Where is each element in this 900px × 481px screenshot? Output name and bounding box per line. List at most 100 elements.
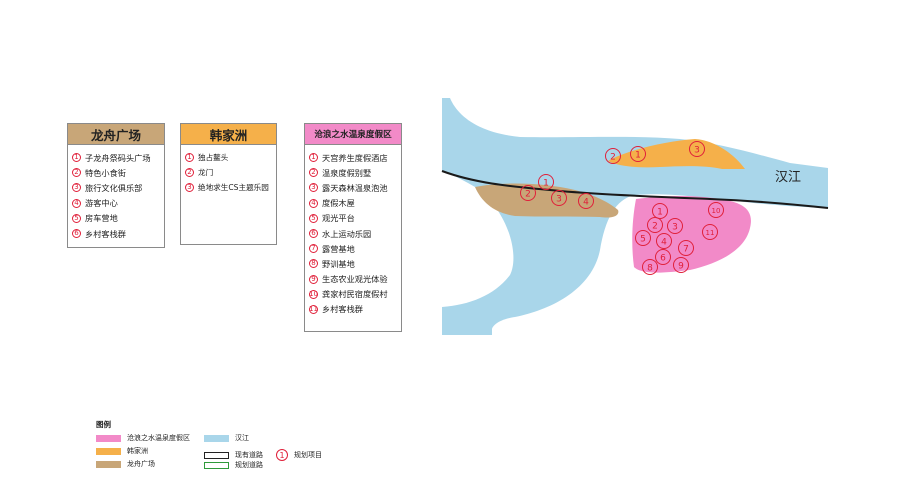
legend-swatch-han — [96, 447, 121, 455]
list-item-label: 露营基地 — [322, 243, 355, 254]
marker-cang-4: 4 — [656, 233, 672, 249]
legend-swatch-cang — [96, 434, 121, 442]
number-marker: 1 — [185, 153, 194, 163]
legend-label: 规划道路 — [235, 461, 263, 469]
marker-cang-8: 8 — [642, 259, 658, 275]
list-item-label: 龙门 — [198, 168, 214, 178]
svg-text:3: 3 — [694, 146, 700, 156]
svg-text:3: 3 — [672, 223, 678, 233]
marker-cang-3: 3 — [667, 218, 683, 234]
legend-item-cang: 沧浪之水温泉度假区 — [96, 433, 190, 443]
svg-text:9: 9 — [678, 262, 684, 272]
legend-item-long: 龙舟广场 — [96, 459, 155, 469]
site-map: 汉江 2 1 3 1 2 3 4 1 2 3 5 4 7 6 8 9 10 11 — [441, 98, 829, 335]
legend-item-road-planned: 规划道路 — [204, 460, 263, 470]
list-item: 5 观光平台 — [309, 211, 401, 226]
list-item-label: 度假木屋 — [322, 198, 355, 209]
legend-item-han: 韩家洲 — [96, 446, 148, 456]
list-item: 11 乡村客栈群 — [309, 302, 401, 317]
number-marker: 5 — [72, 213, 81, 223]
legend-swatch-river — [204, 434, 229, 442]
marker-cang-2: 2 — [647, 217, 663, 233]
list-item-label: 温泉度假别墅 — [322, 167, 372, 178]
marker-han-2: 2 — [605, 148, 621, 164]
svg-text:5: 5 — [640, 235, 646, 245]
list-item-label: 生态农业观光体验 — [322, 274, 388, 285]
marker-cang-1: 1 — [652, 203, 668, 219]
legend-item-project: 1 规划项目 — [276, 449, 322, 461]
number-marker: 6 — [72, 229, 81, 239]
legend-label: 龙舟广场 — [127, 460, 155, 468]
list-item-label: 龚家村民宿度假村 — [322, 289, 388, 300]
number-marker: 9 — [309, 274, 318, 284]
marker-cang-6: 6 — [655, 249, 671, 265]
svg-text:2: 2 — [525, 190, 531, 200]
svg-text:1: 1 — [543, 179, 549, 189]
project-marker-icon: 1 — [276, 449, 288, 461]
number-marker: 1 — [72, 153, 81, 163]
list-item-label: 旅行文化俱乐部 — [85, 182, 143, 193]
list-item-label: 乡村客栈群 — [322, 304, 363, 315]
list-item: 2 特色小食街 — [72, 165, 164, 180]
svg-text:2: 2 — [652, 222, 658, 232]
canglang-panel-title: 沧浪之水温泉度假区 — [305, 124, 401, 145]
legend-label: 汉江 — [235, 434, 249, 442]
list-item-label: 水上运动乐园 — [322, 228, 372, 239]
marker-cang-5: 5 — [635, 230, 651, 246]
list-item: 8 野训基地 — [309, 256, 401, 271]
number-marker: 2 — [309, 168, 318, 178]
list-item-label: 绝地求生CS主题乐园 — [198, 183, 269, 193]
marker-long-1: 1 — [538, 174, 554, 190]
marker-long-4: 4 — [578, 193, 594, 209]
number-marker: 5 — [309, 213, 318, 223]
list-item-label: 露天森林温泉泡池 — [322, 182, 388, 193]
svg-text:1: 1 — [657, 208, 663, 218]
list-item: 3 绝地求生CS主题乐园 — [185, 180, 276, 195]
hanjiazhou-area — [608, 139, 745, 169]
list-item: 10 龚家村民宿度假村 — [309, 287, 401, 302]
legend-swatch-long — [96, 460, 121, 468]
number-marker: 3 — [185, 183, 194, 193]
marker-cang-11: 11 — [702, 224, 718, 240]
number-marker: 7 — [309, 244, 318, 254]
svg-text:8: 8 — [647, 264, 653, 274]
planned-road-swatch — [204, 461, 229, 469]
number-marker: 2 — [185, 168, 194, 178]
list-item-label: 独占鳌头 — [198, 153, 229, 163]
svg-text:7: 7 — [683, 245, 689, 255]
list-item: 5 房车营地 — [72, 211, 164, 226]
legend-title: 图例 — [96, 420, 111, 429]
list-item: 4 度假木屋 — [309, 196, 401, 211]
number-marker: 10 — [309, 289, 318, 299]
number-marker: 4 — [309, 198, 318, 208]
number-marker: 4 — [72, 198, 81, 208]
list-item-label: 特色小食街 — [85, 167, 126, 178]
list-item: 9 生态农业观光体验 — [309, 272, 401, 287]
number-marker: 8 — [309, 259, 318, 269]
hanjiazhou-list: 1 独占鳌头 2 龙门 3 绝地求生CS主题乐园 — [181, 145, 276, 196]
number-marker: 3 — [309, 183, 318, 193]
marker-han-1: 1 — [630, 146, 646, 162]
legend-label: 现有道路 — [235, 451, 263, 459]
list-item: 3 露天森林温泉泡池 — [309, 180, 401, 195]
marker-cang-10: 10 — [708, 202, 724, 218]
marker-han-3: 3 — [689, 141, 705, 157]
svg-text:11: 11 — [706, 229, 715, 237]
list-item-label: 房车营地 — [85, 213, 118, 224]
number-marker: 2 — [72, 168, 81, 178]
svg-text:1: 1 — [635, 151, 641, 161]
legend-item-road-existing: 现有道路 — [204, 450, 263, 460]
legend-label: 韩家洲 — [127, 447, 148, 455]
svg-text:4: 4 — [583, 198, 589, 208]
list-item-label: 野训基地 — [322, 258, 355, 269]
number-marker: 11 — [309, 304, 318, 314]
list-item-label: 观光平台 — [322, 213, 355, 224]
list-item: 2 温泉度假别墅 — [309, 165, 401, 180]
